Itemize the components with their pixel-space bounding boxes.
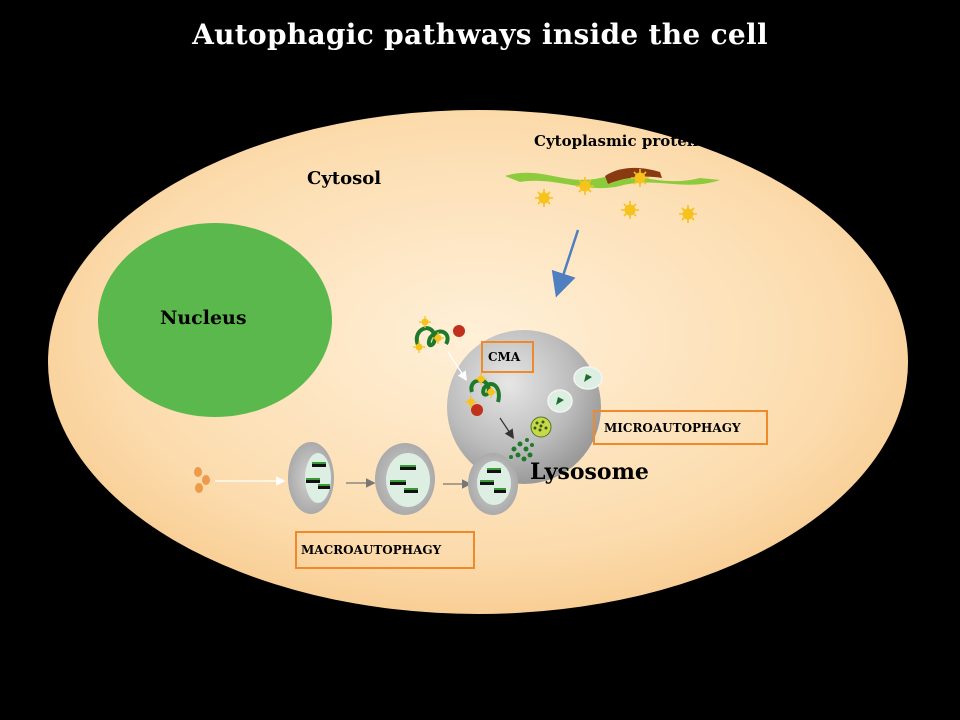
lysosome-label: Lysosome — [530, 459, 649, 485]
sun-icon — [621, 201, 639, 219]
sun-icon — [576, 177, 594, 195]
cma-label: CMA — [488, 350, 521, 364]
degradation-arrow — [499, 417, 514, 439]
cma-substrate-inside — [465, 373, 501, 416]
lysosome-shape — [447, 330, 601, 484]
sun-icon — [679, 205, 697, 223]
macroautophagy-label-box: MACROAUTOPHAGY — [295, 531, 475, 569]
sun-icon — [535, 189, 553, 207]
sun-icon — [631, 169, 649, 187]
microautophagy-label-box: MICROAUTOPHAGY — [593, 410, 768, 445]
nucleus-label: Nucleus — [160, 307, 247, 329]
cma-substrate-outside — [413, 316, 465, 353]
autophagosome-1 — [288, 442, 334, 514]
cytoplasmic-protein-label: Cytoplasmic protein — [534, 132, 704, 150]
degraded-fragments — [509, 438, 534, 462]
microautophagy-vesicles — [547, 366, 603, 413]
page-title: Autophagic pathways inside the cell — [192, 18, 768, 51]
autophagosome-3 — [468, 453, 518, 515]
degradation-particle — [530, 416, 552, 438]
microautophagy-label: MICROAUTOPHAGY — [604, 420, 741, 435]
nucleus-shape — [98, 223, 332, 417]
macroautophagy-cargo — [194, 467, 210, 493]
cma-entry-arrow — [447, 351, 467, 382]
macroautophagy-label: MACROAUTOPHAGY — [301, 543, 442, 557]
cma-label-box: CMA — [481, 341, 534, 373]
protein-to-lysosome-arrow — [551, 229, 580, 298]
autophagosome-2 — [375, 443, 435, 515]
sun-markers — [535, 169, 697, 223]
cytosol-label: Cytosol — [307, 168, 382, 189]
cytoplasmic-protein-strand — [505, 167, 720, 189]
